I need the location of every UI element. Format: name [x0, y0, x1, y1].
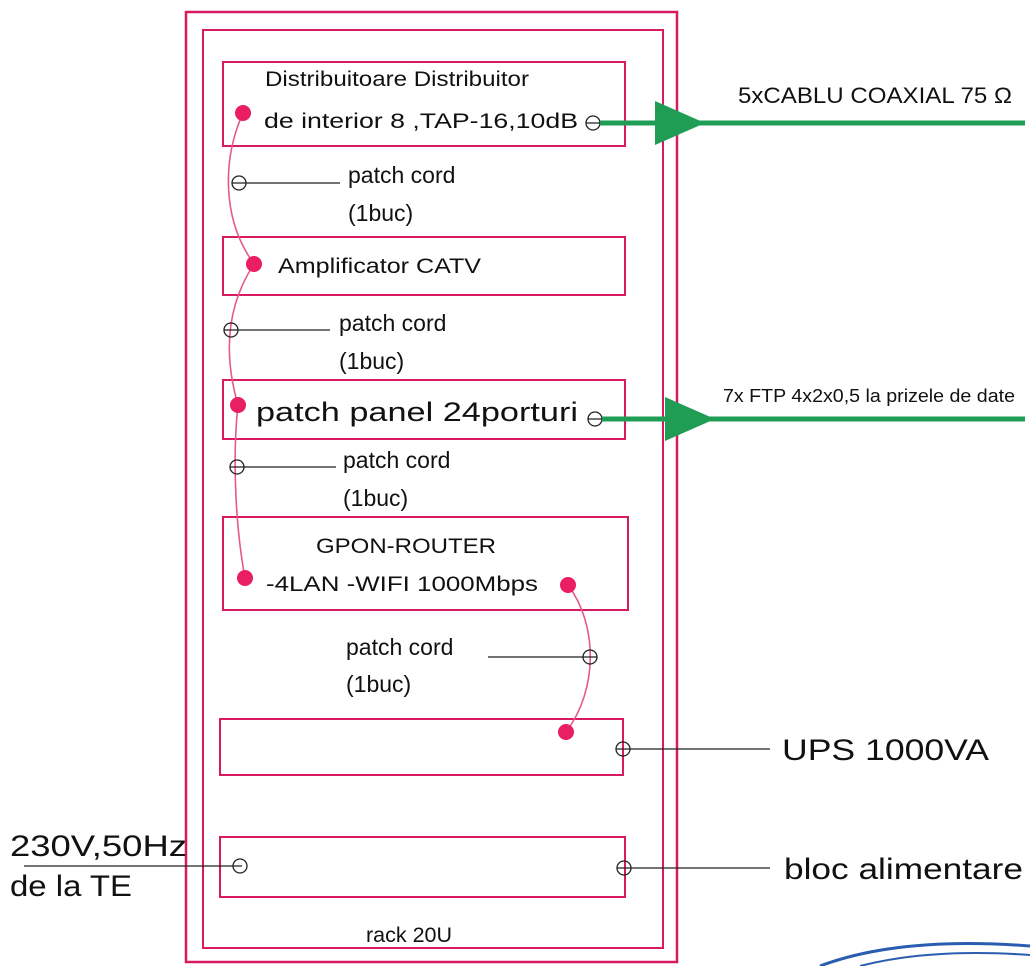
patch-cord-callout-2: patch cord (1buc): [223, 310, 446, 374]
rack-inner-frame: [202, 29, 664, 949]
patch-cord-label-2: patch cord: [339, 310, 446, 336]
rack-label: rack 20U: [366, 924, 452, 947]
patch-cord-qty-2: (1buc): [339, 348, 404, 374]
patch-cord-label-3: patch cord: [343, 447, 450, 473]
distributor-label-line2: de interior 8 ,TAP-16,10dB: [264, 110, 578, 133]
patch-wire-distributor-amplifier: [227, 112, 255, 265]
amplifier-label: Amplificator CATV: [278, 255, 481, 278]
patch-wire-patchpanel-router: [234, 404, 246, 579]
power-block-module: [219, 836, 626, 898]
coax-output: 5xCABLU COAXIAL 75 Ω: [585, 83, 1025, 145]
patch-cord-qty-1: (1buc): [348, 200, 413, 226]
rack-outer-frame: [184, 10, 679, 964]
patch-cord-qty-4: (1buc): [346, 671, 411, 697]
ftp-output-label: 7x FTP 4x2x0,5 la prizele de date: [723, 386, 1015, 406]
amplifier-module: [222, 236, 626, 296]
patch-cord-label-1: patch cord: [348, 162, 455, 188]
patch-cord-callout-1: patch cord (1buc): [231, 162, 455, 226]
stamp-partial-inner: [859, 952, 1031, 966]
patch-panel-label: patch panel 24porturi: [256, 397, 578, 427]
distributor-label-line1: Distribuitoare Distribuitor: [265, 68, 529, 91]
router-module: [222, 516, 629, 611]
patch-wire-amplifier-patchpanel: [228, 263, 255, 406]
mains-input: 230V,50Hz de la TE: [10, 830, 248, 903]
distributor-input-dot: [235, 105, 251, 121]
coax-output-label: 5xCABLU COAXIAL 75 Ω: [738, 83, 1012, 108]
patch-cord-callout-3: patch cord (1buc): [229, 447, 450, 511]
stamp-partial-icon: [819, 942, 1031, 966]
router-label-line2: -4LAN -WIFI 1000Mbps: [266, 573, 538, 596]
patch-panel-dot: [230, 397, 246, 413]
ups-label: UPS 1000VA: [782, 734, 989, 767]
router-right-dot: [560, 577, 576, 593]
patch-cord-label-4: patch cord: [346, 634, 453, 660]
power-block-label: bloc alimentare: [784, 853, 1023, 886]
patch-wire-router-ups: [565, 584, 591, 733]
power-block-connection: bloc alimentare: [616, 853, 1023, 886]
ups-connection: UPS 1000VA: [615, 734, 989, 767]
amplifier-dot: [246, 256, 262, 272]
patch-panel-module: [222, 379, 626, 440]
router-label-line1: GPON-ROUTER: [316, 535, 496, 558]
router-left-dot: [237, 570, 253, 586]
mains-input-label-line1: 230V,50Hz: [10, 830, 187, 863]
patch-cord-qty-3: (1buc): [343, 485, 408, 511]
patch-cord-callout-4: patch cord (1buc): [346, 634, 598, 697]
ups-module: [219, 718, 624, 776]
distributor-module: [222, 61, 626, 147]
ups-input-dot: [558, 724, 574, 740]
ftp-output: 7x FTP 4x2x0,5 la prizele de date: [587, 386, 1025, 441]
mains-input-port-ring: [232, 858, 248, 874]
ftp-arrowhead: [665, 397, 715, 441]
coax-arrowhead: [655, 101, 705, 145]
mains-input-label-line2: de la TE: [10, 870, 132, 903]
